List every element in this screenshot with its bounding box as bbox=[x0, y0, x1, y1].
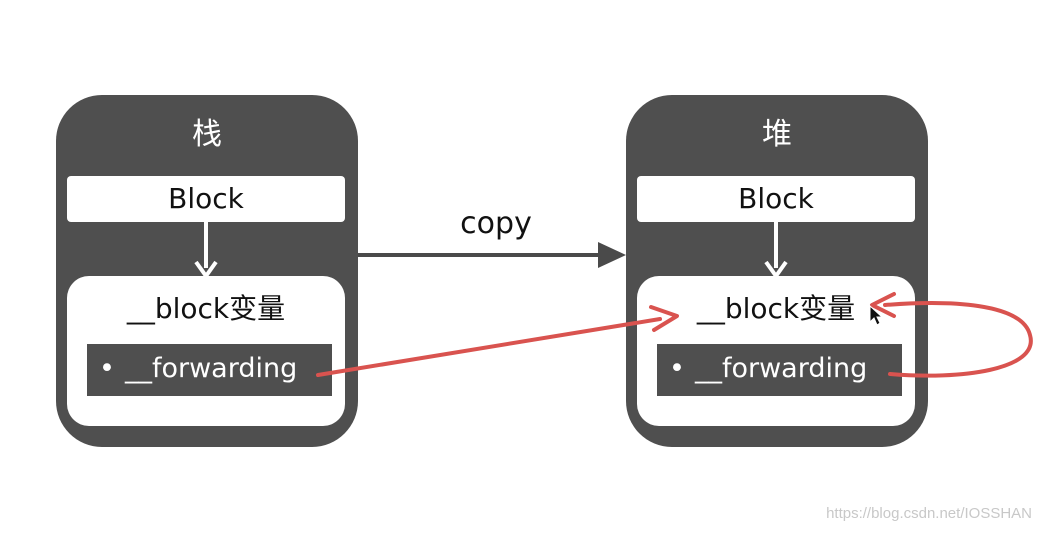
watermark: https://blog.csdn.net/IOSSHAN bbox=[826, 505, 1032, 522]
stack-forwarding-bullet: • bbox=[99, 353, 115, 384]
copy-arrow bbox=[358, 242, 626, 268]
heap-block-box: Block bbox=[637, 176, 915, 222]
stack-panel-title: 栈 bbox=[192, 117, 222, 152]
stack-panel: 栈 Block __block变量 • __forwarding bbox=[56, 95, 358, 447]
heap-block-variable-box: __block变量 • __forwarding bbox=[637, 276, 915, 426]
heap-panel-title: 堆 bbox=[762, 117, 792, 152]
stack-block-variable-label: __block变量 bbox=[126, 292, 286, 325]
heap-forwarding-bullet: • bbox=[669, 353, 685, 384]
stack-block-box: Block bbox=[67, 176, 345, 222]
heap-block-variable-label: __block变量 bbox=[696, 292, 856, 325]
heap-block-label: Block bbox=[738, 182, 814, 215]
heap-forwarding-label: __forwarding bbox=[694, 353, 868, 384]
stack-block-variable-box: __block变量 • __forwarding bbox=[67, 276, 345, 426]
stack-forwarding-row: • __forwarding bbox=[87, 344, 332, 396]
heap-panel: 堆 Block __block变量 • __forwarding bbox=[626, 95, 928, 447]
heap-forwarding-row: • __forwarding bbox=[657, 344, 902, 396]
stack-forwarding-label: __forwarding bbox=[124, 353, 298, 384]
stack-forwarding-pointer-arrow bbox=[316, 305, 679, 377]
copy-label: copy bbox=[460, 206, 532, 241]
stack-block-label: Block bbox=[168, 182, 244, 215]
